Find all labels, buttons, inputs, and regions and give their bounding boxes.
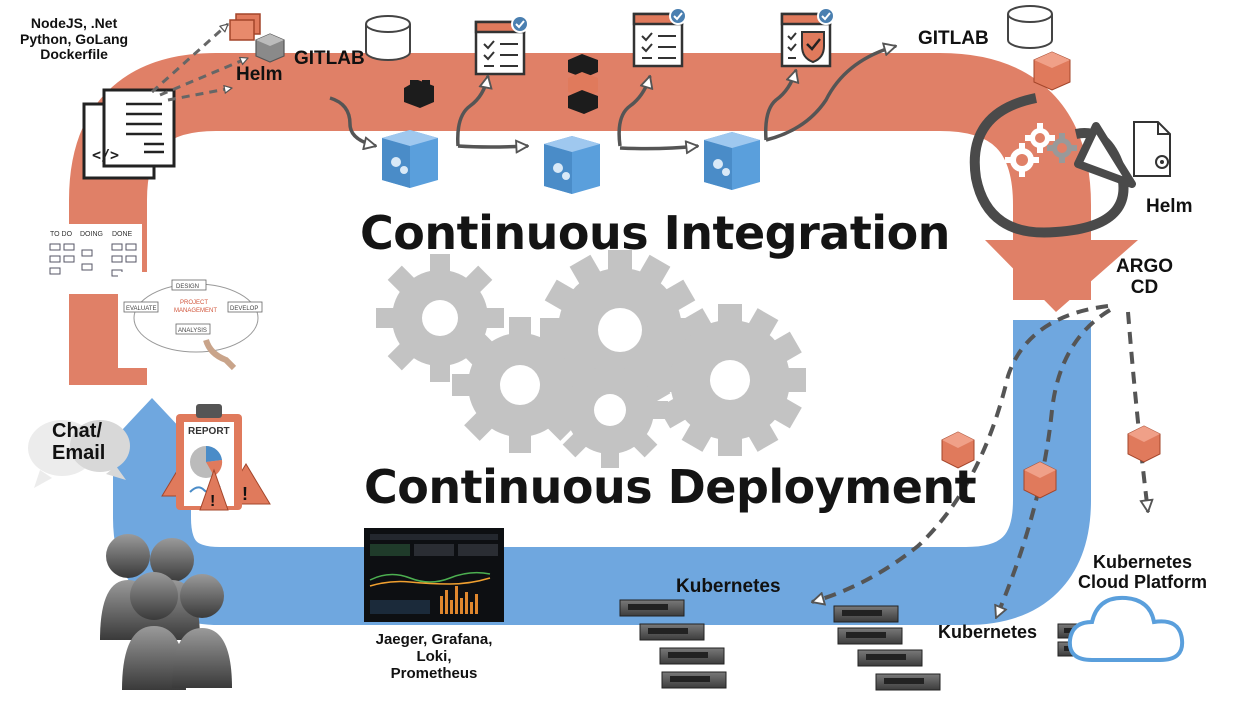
pm-step-develop: DEVELOP — [230, 306, 258, 312]
database-icon — [365, 15, 411, 61]
container-box-icon — [1033, 51, 1071, 91]
deploy-loop-arrow — [969, 93, 1136, 238]
project-management-sketch: DESIGN DEVELOP ANALYSIS EVALUATE PROJECT… — [118, 272, 268, 371]
gitlab-left-label: GITLAB — [294, 48, 365, 69]
argo-line-1: ARGO — [1116, 256, 1173, 277]
build-cube-icon — [382, 130, 760, 194]
chat-line-2: Email — [52, 442, 106, 465]
helm-top-label: Helm — [236, 64, 283, 85]
languages-line-2: Python, GoLang — [20, 30, 129, 47]
kanban-header-done: DONE — [112, 231, 133, 238]
pm-center-line2: MANAGEMENT — [174, 308, 217, 314]
report-label: REPORT — [188, 426, 230, 437]
chat-email-label: Chat/ Email — [52, 420, 105, 465]
container-stack-icon — [229, 13, 261, 41]
report-clipboard-icon: ! ! REPORT ! — [161, 404, 271, 511]
svg-text:</>: </> — [92, 146, 119, 164]
pm-center-line1: PROJECT — [180, 300, 208, 306]
cd-title: Continuous Deployment — [364, 460, 977, 514]
kanban-header-todo: TO DO — [50, 231, 73, 238]
observability-line-3: Prometheus — [390, 664, 478, 682]
pm-step-design: DESIGN — [176, 284, 199, 290]
kubernetes-bottom-label: Kubernetes — [676, 576, 781, 597]
cloud-line-2: Cloud Platform — [1078, 572, 1207, 593]
helm-right-label: Helm — [1146, 196, 1193, 217]
checklist-icon — [474, 7, 687, 76]
gitlab-right-label: GITLAB — [918, 28, 989, 49]
argo-deploy-arrows — [812, 304, 1148, 618]
code-to-artifacts-arrows — [150, 22, 248, 102]
observability-label: Jaeger, Grafana, Loki, Prometheus — [366, 631, 502, 682]
dashboard-screenshot — [364, 528, 504, 622]
settings-file-icon — [1133, 121, 1171, 177]
argo-cd-label: ARGO CD — [1116, 256, 1173, 299]
languages-line-1: NodeJS, .Net — [30, 15, 118, 31]
container-box-icon — [941, 425, 1161, 499]
cloud-line-1: Kubernetes — [1092, 552, 1193, 572]
gears-icon — [1005, 123, 1077, 177]
kubernetes-right-label: Kubernetes — [938, 622, 1038, 642]
helm-package-icon — [255, 33, 285, 63]
ci-flow-arrows — [329, 46, 896, 149]
code-file-icon: </> — [82, 88, 176, 180]
gears-icon — [376, 250, 806, 468]
observability-line-2: Loki, — [416, 647, 452, 665]
database-icon — [1007, 5, 1053, 49]
svg-text:!: ! — [210, 493, 215, 510]
pm-step-analysis: ANALYSIS — [178, 328, 207, 334]
argo-line-2: CD — [1130, 277, 1159, 299]
cloud-icon — [1067, 595, 1185, 662]
languages-label: NodeJS, .Net Python, GoLang Dockerfile — [20, 15, 129, 63]
cloud-platform-label: Kubernetes Cloud Platform — [1078, 552, 1207, 592]
chat-line-1: Chat/ — [52, 420, 102, 442]
users-group-icon — [100, 534, 232, 690]
shield-check-icon — [780, 7, 835, 68]
svg-text:!: ! — [242, 484, 248, 504]
kanban-header-doing: DOING — [80, 231, 103, 238]
languages-line-3: Dockerfile — [40, 46, 108, 63]
chat-bubbles-icon — [28, 420, 130, 488]
container-layers-icon — [568, 54, 598, 114]
ci-title: Continuous Integration — [360, 206, 950, 260]
container-image-icon — [404, 80, 434, 108]
observability-line-1: Jaeger, Grafana, — [375, 631, 493, 648]
pm-step-evaluate: EVALUATE — [126, 306, 156, 312]
